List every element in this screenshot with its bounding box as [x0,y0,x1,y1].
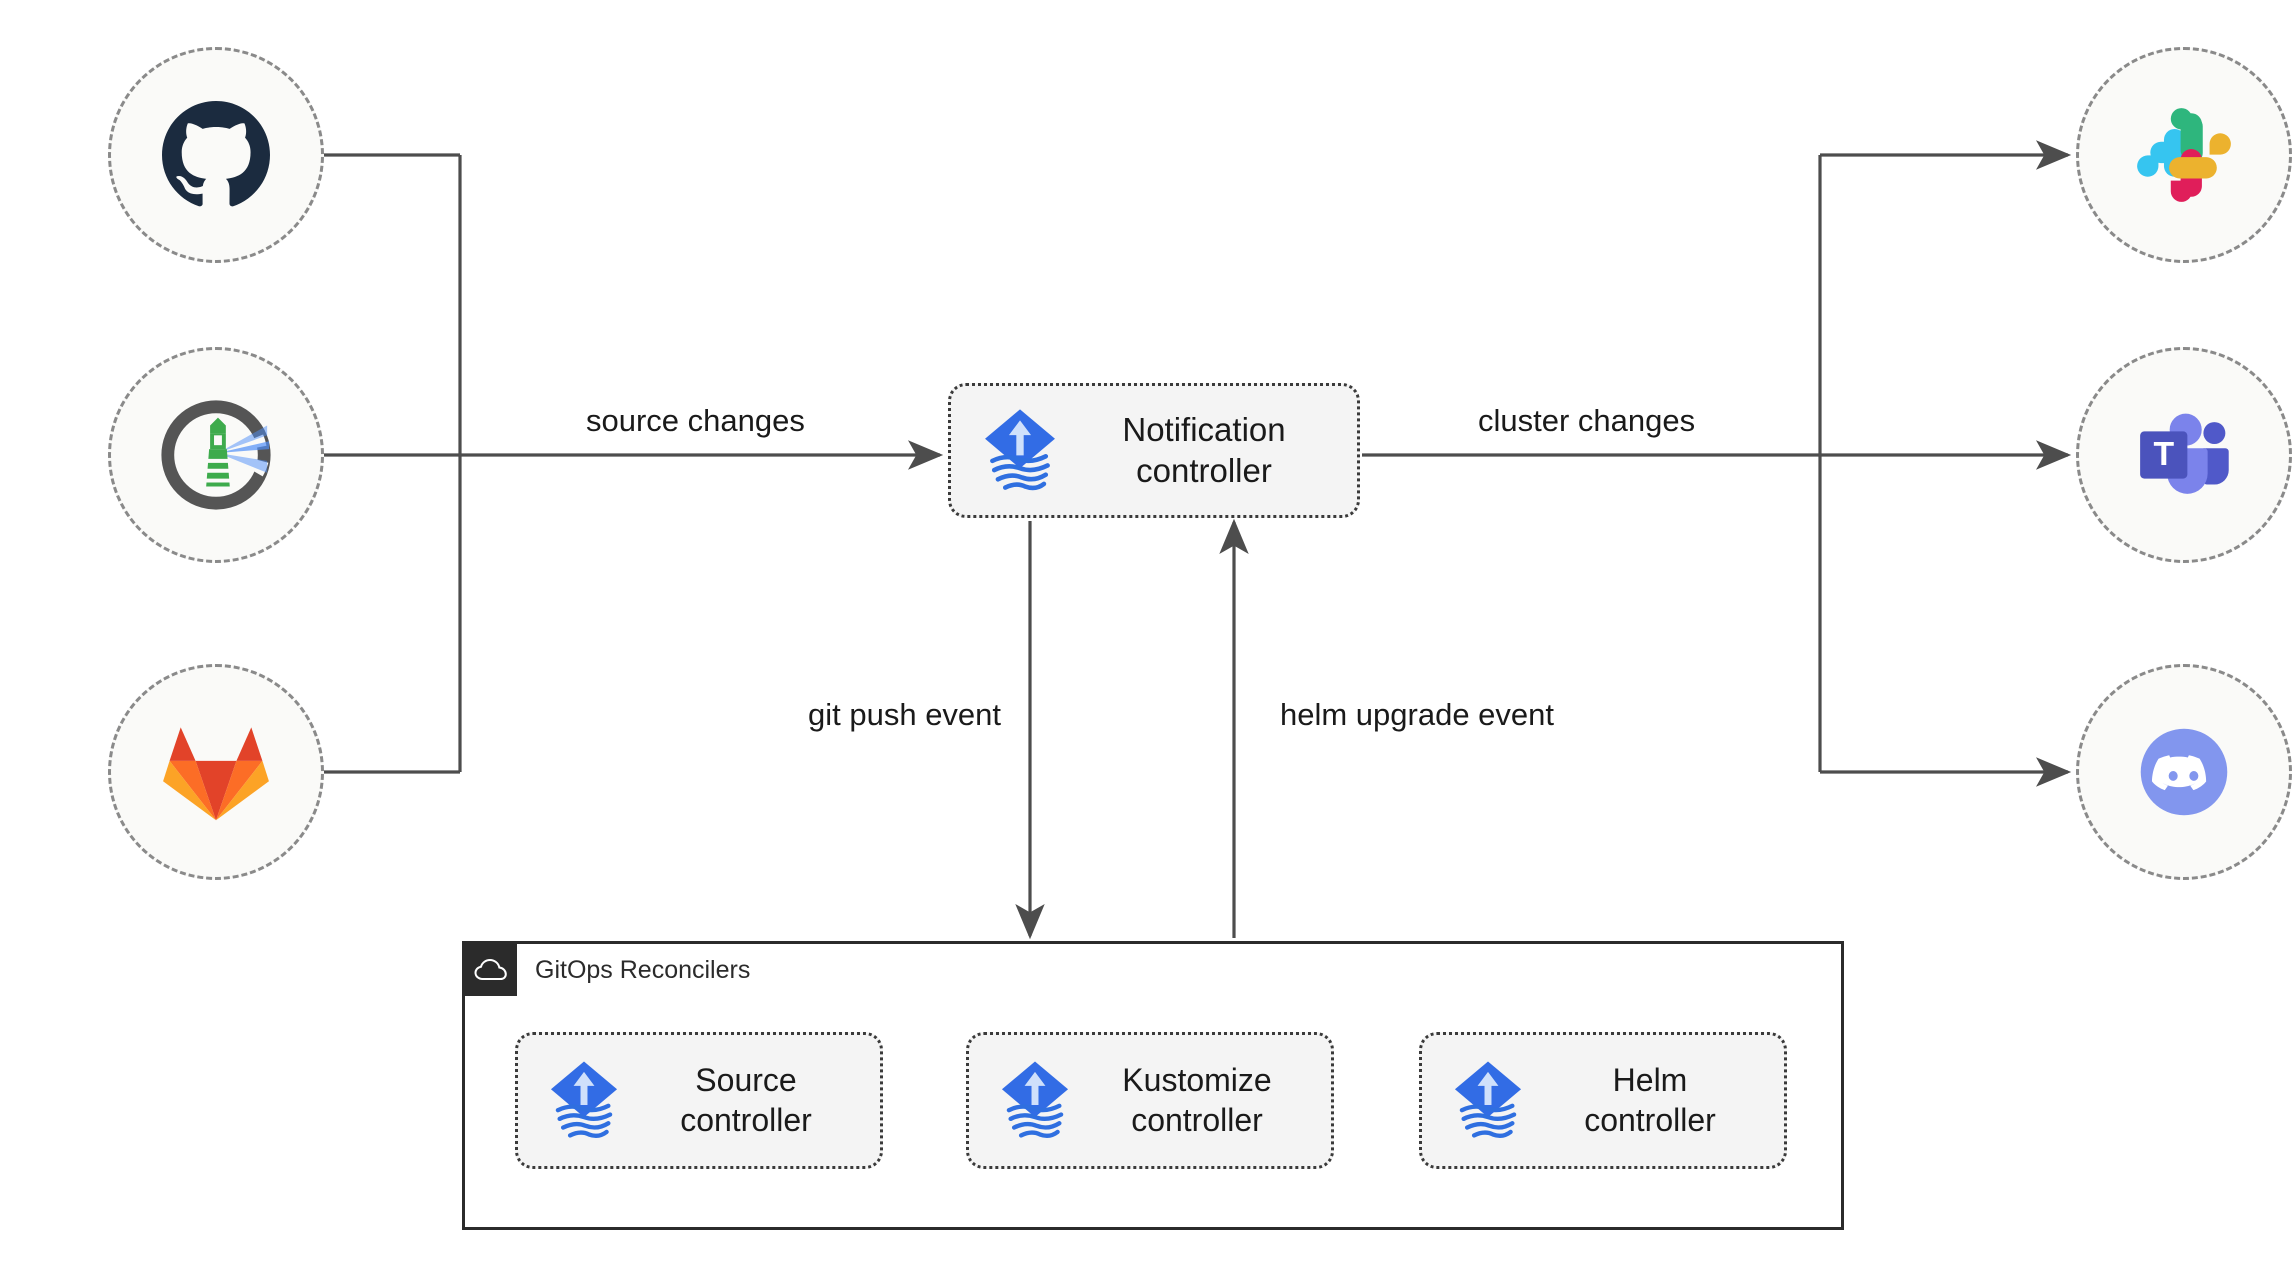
slack-icon [2137,108,2231,202]
node-label: Kustomize controller [1122,1062,1272,1138]
flux-icon [977,402,1063,499]
node-kustomize-controller[interactable]: Kustomize controller [966,1032,1334,1169]
endpoint-microsoft-teams[interactable]: T [2076,347,2292,563]
node-label: Notification controller [1122,411,1286,489]
edge-label-helm-upgrade-event: helm upgrade event [1272,697,1563,733]
github-icon [162,101,270,207]
node-label: Source controller [680,1062,812,1138]
cloud-icon [465,944,517,996]
edge-label-git-push-event: git push event [800,697,1010,733]
group-titlebar: GitOps Reconcilers [465,944,750,996]
endpoint-slack[interactable] [2076,47,2292,263]
endpoint-flux-source[interactable] [108,347,324,563]
group-title: GitOps Reconcilers [535,955,751,984]
endpoint-github[interactable] [108,47,324,263]
microsoft-teams-icon: T [2140,413,2229,494]
flux-lighthouse-icon [161,400,271,510]
flux-icon [1448,1054,1528,1147]
gitlab-icon [163,727,269,821]
node-source-controller[interactable]: Source controller [515,1032,883,1169]
edge-label-cluster-changes: cluster changes [1470,403,1704,439]
edge-label-source-changes: source changes [578,403,813,439]
node-notification-controller[interactable]: Notification controller [948,383,1360,518]
discord-icon [2140,728,2228,816]
flux-icon [544,1054,624,1147]
endpoint-gitlab[interactable] [108,664,324,880]
node-label: Helm controller [1584,1062,1716,1138]
flux-icon [995,1054,1075,1147]
node-helm-controller[interactable]: Helm controller [1419,1032,1787,1169]
endpoint-discord[interactable] [2076,664,2292,880]
svg-text:T: T [2153,435,2174,473]
